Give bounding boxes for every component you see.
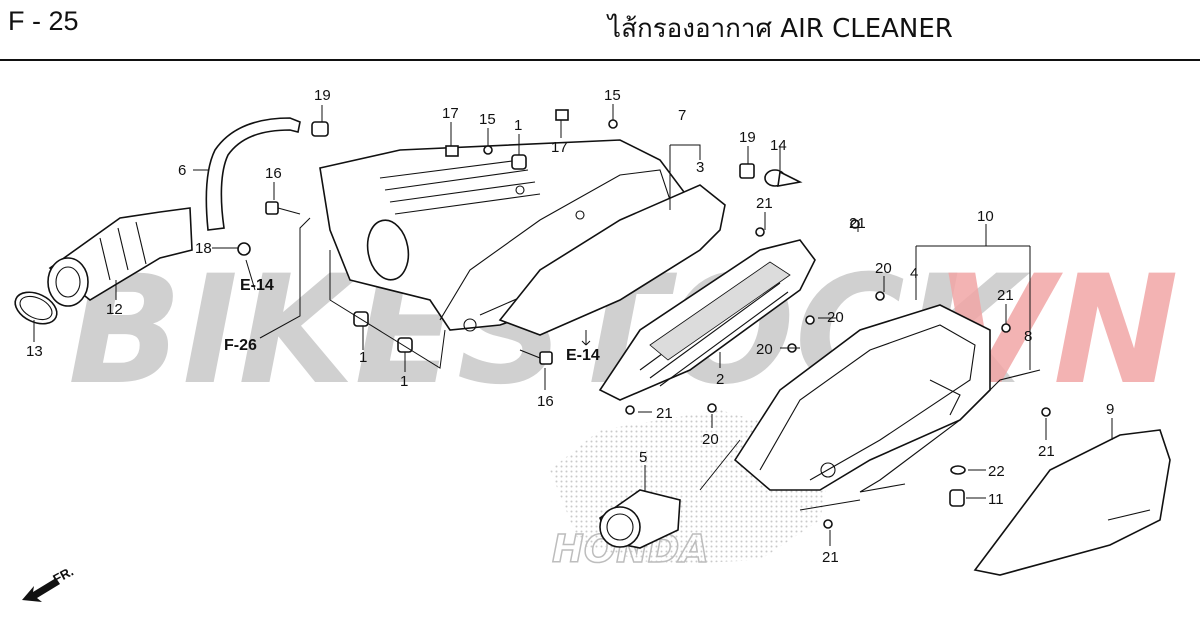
callout-1-mid: 1 (359, 349, 367, 366)
callout-11: 11 (988, 491, 1004, 508)
callout-1-top: 1 (514, 117, 522, 134)
callout-21-e: 21 (1038, 443, 1055, 460)
callout-17-right: 17 (551, 139, 568, 156)
title-divider (0, 59, 1200, 61)
callout-3: 3 (696, 159, 704, 176)
ref-e14-left: E-14 (240, 277, 274, 294)
part-duct-12 (47, 207, 193, 307)
part-strip-8 (859, 369, 1041, 493)
callout-21-f: 21 (822, 549, 839, 566)
callout-22: 22 (988, 463, 1005, 480)
callout-19-right: 19 (739, 129, 756, 146)
front-direction-indicator: FR. (22, 564, 76, 602)
part-22 (950, 465, 966, 475)
callout-20-a: 20 (875, 260, 892, 277)
callout-14: 14 (770, 137, 787, 154)
page-code: F - 25 (8, 6, 79, 36)
callout-19-top: 19 (314, 87, 331, 104)
callout-labels: 19 6 16 18 12 13 17 15 1 15 17 7 3 19 14… (26, 87, 1114, 566)
part-bolt-16-upper (265, 201, 301, 215)
ref-e14-center: E-14 (566, 347, 600, 364)
callout-15-left: 15 (479, 111, 496, 128)
part-15-left (483, 145, 493, 155)
part-17-left (445, 145, 459, 157)
callout-1-low: 1 (400, 373, 408, 390)
callout-10: 10 (977, 208, 994, 225)
part-clip-19-right (739, 163, 755, 179)
part-17-right (555, 109, 569, 121)
callout-16-upper: 16 (265, 165, 282, 182)
callout-9: 9 (1106, 401, 1114, 418)
callout-18: 18 (195, 240, 212, 257)
callout-15-right: 15 (604, 87, 621, 104)
ref-f26: F-26 (224, 337, 257, 354)
part-drain-plug-14 (764, 169, 803, 187)
part-cover-9 (973, 429, 1171, 576)
callout-21-d: 21 (656, 405, 673, 422)
part-bolt-16-lower (519, 349, 553, 365)
part-band-13 (14, 291, 58, 325)
callout-21-c: 21 (997, 287, 1014, 304)
callout-16-lower: 16 (537, 393, 554, 410)
callout-21-b: 21 (849, 215, 866, 232)
screws-20 (707, 291, 885, 413)
part-clip-18 (237, 242, 251, 256)
callout-8: 8 (1024, 328, 1032, 345)
callout-13: 13 (26, 343, 43, 360)
callout-21-a: 21 (756, 195, 773, 212)
part-filter-element-2 (598, 239, 816, 401)
part-collar-1-top (511, 154, 527, 170)
callout-12: 12 (106, 301, 123, 318)
part-tube-6 (205, 117, 301, 231)
callout-17-left: 17 (442, 105, 459, 122)
callout-20-c: 20 (756, 341, 773, 358)
part-clip-19 (311, 121, 329, 137)
callout-20-b: 20 (827, 309, 844, 326)
part-11 (949, 489, 965, 507)
screws-21 (625, 219, 1051, 529)
part-funnel-5 (599, 489, 681, 549)
page-title: ไส้กรองอากาศ AIR CLEANER (608, 14, 953, 44)
callout-5: 5 (639, 449, 647, 466)
callout-2: 2 (716, 371, 724, 388)
callout-20-d: 20 (702, 431, 719, 448)
part-gasket-3 (498, 184, 726, 336)
callout-6: 6 (178, 162, 186, 179)
leader-lines (33, 104, 1113, 546)
reference-labels: E-14 F-26 E-14 (224, 277, 600, 364)
front-arrow-icon (22, 578, 60, 602)
callout-7: 7 (678, 107, 686, 124)
part-15-right (608, 119, 618, 129)
callout-4: 4 (910, 265, 918, 282)
